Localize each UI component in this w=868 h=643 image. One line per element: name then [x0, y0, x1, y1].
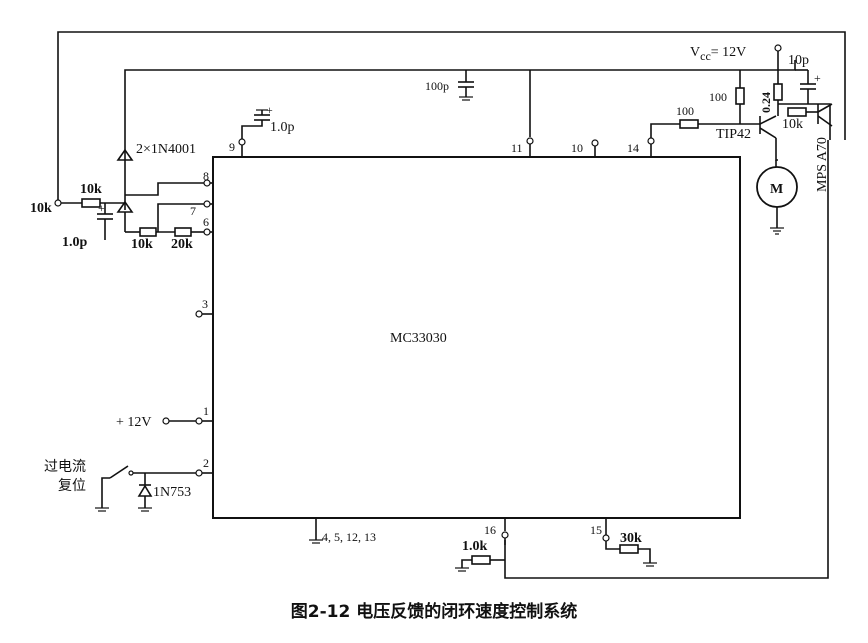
vcc-label: Vcc= 12V [690, 45, 746, 63]
pin-1-label: 1 [203, 404, 209, 418]
zener-label: 1N753 [153, 485, 191, 500]
r-20k-label: 20k [171, 237, 193, 252]
c-pin9-label: 1.0p [270, 120, 295, 135]
r-15-label: 30k [620, 531, 642, 546]
figure-caption: 图2-12 电压反馈的闭环速度控制系统 [290, 602, 578, 622]
pin11-bus [124, 60, 796, 150]
pin-2-label: 2 [203, 456, 209, 470]
ic-label: MC33030 [390, 331, 447, 346]
pin-14-label: 14 [627, 141, 639, 155]
pin-6-label: 6 [203, 215, 209, 229]
pin-8-label: 8 [203, 169, 209, 183]
switch-label-1: 过电流 [44, 459, 86, 475]
c-pin11-label: 100p [425, 79, 449, 93]
svg-text:+: + [266, 103, 273, 117]
plus12-label: + 12V [116, 415, 152, 430]
switch-label-2: 复位 [58, 477, 86, 494]
pin-9-label: 9 [229, 140, 235, 154]
pin-11-label: 11 [511, 141, 523, 155]
ic-body [212, 156, 741, 519]
r-100-label: 100 [676, 104, 694, 118]
pin-3-label: 3 [202, 297, 208, 311]
pin-16-label: 16 [484, 523, 496, 537]
mps-label: MPS A70 [815, 137, 830, 192]
r-10k-bottom-label: 10k [131, 237, 153, 252]
pin-7-label: 7 [190, 204, 196, 218]
tip42-label: TIP42 [716, 127, 751, 142]
svg-text:+: + [98, 201, 105, 215]
pin-10-label: 10 [571, 141, 583, 155]
svg-text:+: + [814, 71, 821, 85]
r-010-label: 100 [709, 90, 727, 104]
r-024-label: 0.24 [759, 92, 773, 113]
r-10k-top-label: 10k [80, 182, 102, 197]
ground-pins-label: 4, 5, 12, 13 [322, 530, 376, 544]
diodes-label: 2×1N4001 [136, 142, 196, 157]
r-10k-base-label: 10k [782, 117, 803, 132]
feedback-wire [57, 31, 846, 200]
r-pot-label: 10k [30, 201, 52, 216]
r-16-label: 1.0k [462, 539, 488, 554]
pin-15-label: 15 [590, 523, 602, 537]
motor-label: M [770, 182, 783, 197]
motor-return-wire [504, 140, 829, 579]
c-vcc-label: 10p [788, 53, 809, 68]
c-left-label: 1.0p [62, 235, 88, 250]
